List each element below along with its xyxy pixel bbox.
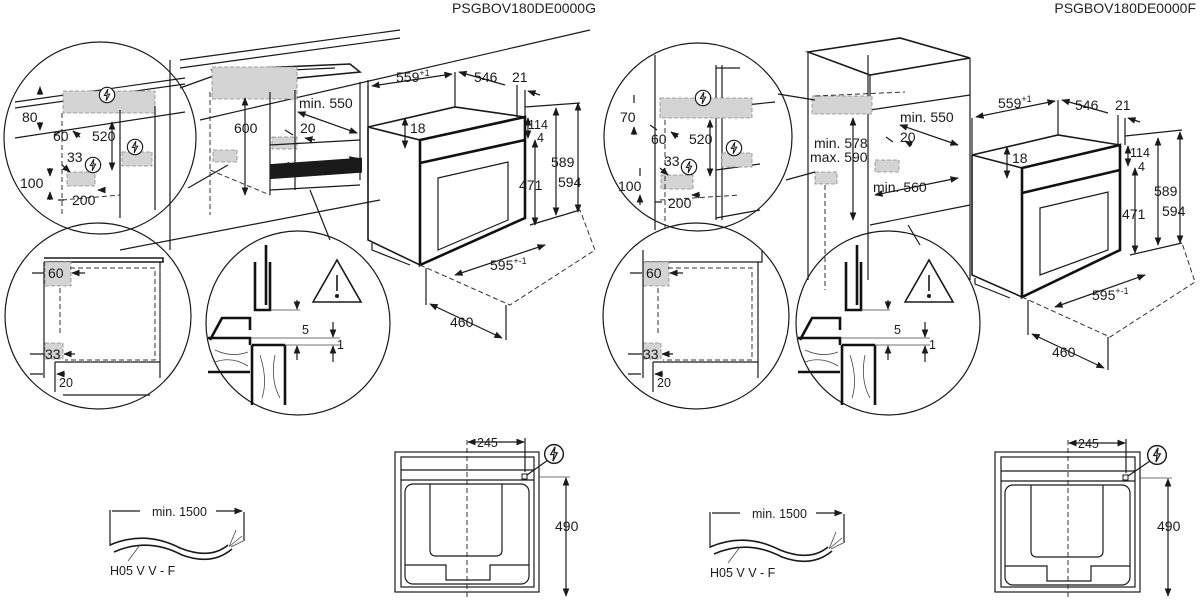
label-oven-gap: 4 <box>1138 160 1145 174</box>
label-oven-h1: 589 <box>1154 183 1178 199</box>
label-cable-length: min. 1500 <box>752 507 807 521</box>
label-lower-height: 100 <box>20 175 44 191</box>
column-cabinet: min. 578 max. 590 min. 550 20 min. 560 <box>804 37 971 290</box>
label-lower-width: 200 <box>668 195 692 211</box>
label-oven-door-h: 471 <box>519 177 543 193</box>
label-oven-top-panel: 18 <box>1012 150 1028 166</box>
label-oven-width-front: 595+-1 <box>1092 286 1129 303</box>
oven-back-view: 245 490 <box>994 437 1181 600</box>
cabinet-niche: 600 min. 550 20 min. 560 <box>209 66 369 241</box>
label-side-base: 20 <box>657 376 671 390</box>
detail-circle-electrical: 70 60 520 33 100 200 <box>603 42 816 232</box>
label-back-offset: 245 <box>477 436 498 450</box>
label-oven-door-h: 471 <box>1122 206 1146 222</box>
label-mount-gap2: 1 <box>929 338 936 352</box>
label-mount-gap1: 5 <box>894 323 901 337</box>
label-cabinet-height: 600 <box>234 120 258 136</box>
label-height: 520 <box>689 131 713 147</box>
label-cable-type: H05 V V - F <box>110 564 176 578</box>
label-cabinet-width: min. 560 <box>275 159 329 175</box>
label-back-offset: 245 <box>1078 437 1099 451</box>
label-oven-control-h: 114 <box>1130 146 1150 160</box>
label-side-base: 20 <box>59 376 73 390</box>
label-oven-floor-depth: 460 <box>1052 344 1076 360</box>
label-lower-height: 100 <box>618 178 642 194</box>
label-side-offset: 33 <box>664 153 680 169</box>
label-oven-gap: 4 <box>537 131 544 145</box>
label-oven-width-top: 559+1 <box>396 68 430 85</box>
label-back-height: 490 <box>1157 518 1181 534</box>
detail-circle-mount: 5 1 <box>205 230 391 416</box>
label-height: 520 <box>92 128 116 144</box>
detail-circle-side: 60 33 20 <box>602 222 790 410</box>
power-cable: min. 1500 H05 V V - F <box>709 507 845 580</box>
detail-circle-electrical: 80 60 520 33 100 200 <box>3 41 231 235</box>
oven-3d-view: 559+1 546 21 18 114 4 471 589 594 595+-1… <box>971 94 1196 370</box>
detail-circle-side: 60 33 20 <box>4 222 192 410</box>
label-cable-length: min. 1500 <box>152 505 207 519</box>
countertop <box>119 29 591 251</box>
label-depth-offset: 60 <box>53 128 69 144</box>
label-mount-gap2: 1 <box>337 338 344 352</box>
label-cabinet-gap: 20 <box>300 120 316 136</box>
oven-back-view: 245 490 <box>394 436 579 600</box>
label-oven-depth: 546 <box>474 69 498 85</box>
label-side-bottom: 33 <box>643 346 659 362</box>
model-number: PSGBOV180DE0000F <box>1054 0 1196 16</box>
label-oven-depth: 546 <box>1075 97 1099 113</box>
label-cabinet-height-max: max. 590 <box>810 149 868 165</box>
label-cabinet-gap: 20 <box>900 129 916 145</box>
label-back-height: 490 <box>555 518 579 534</box>
label-side-bottom: 33 <box>45 346 61 362</box>
label-oven-front: 21 <box>1115 97 1131 113</box>
label-cabinet-depth: min. 550 <box>299 95 353 111</box>
label-oven-floor-depth: 460 <box>450 314 474 330</box>
label-oven-control-h: 114 <box>528 118 548 132</box>
panel-tall-column: PSGBOV180DE0000F min. 578 max. 590 min. … <box>602 0 1196 600</box>
label-oven-top-panel: 18 <box>410 120 426 136</box>
label-cabinet-width: min. 560 <box>873 179 927 195</box>
label-top-gap: 80 <box>22 109 38 125</box>
label-oven-width-front: 595+-1 <box>490 256 527 273</box>
panel-under-counter: PSGBOV180DE0000G <box>3 0 596 600</box>
label-cabinet-depth: min. 550 <box>900 109 954 125</box>
label-oven-width-top: 559+1 <box>998 94 1032 111</box>
label-depth-offset: 60 <box>651 131 667 147</box>
label-top-gap: 70 <box>620 109 636 125</box>
label-lower-width: 200 <box>72 192 96 208</box>
detail-circle-mount: 5 1 <box>795 230 981 416</box>
label-side-offset: 33 <box>67 149 83 165</box>
label-oven-h2: 594 <box>1162 203 1186 219</box>
label-cabinet-height-min: min. 578 <box>814 135 868 151</box>
label-side-top: 60 <box>48 265 64 281</box>
label-side-top: 60 <box>646 265 662 281</box>
label-oven-front: 21 <box>512 69 528 85</box>
label-mount-gap1: 5 <box>302 323 309 337</box>
oven-3d-view: 559+1 546 21 18 114 4 471 589 594 595+-1… <box>367 68 596 340</box>
label-oven-h2: 594 <box>558 174 582 190</box>
label-cable-type: H05 V V - F <box>710 566 776 580</box>
power-cable: min. 1500 H05 V V - F <box>109 505 245 578</box>
label-oven-h1: 589 <box>551 154 575 170</box>
model-number: PSGBOV180DE0000G <box>452 0 596 16</box>
